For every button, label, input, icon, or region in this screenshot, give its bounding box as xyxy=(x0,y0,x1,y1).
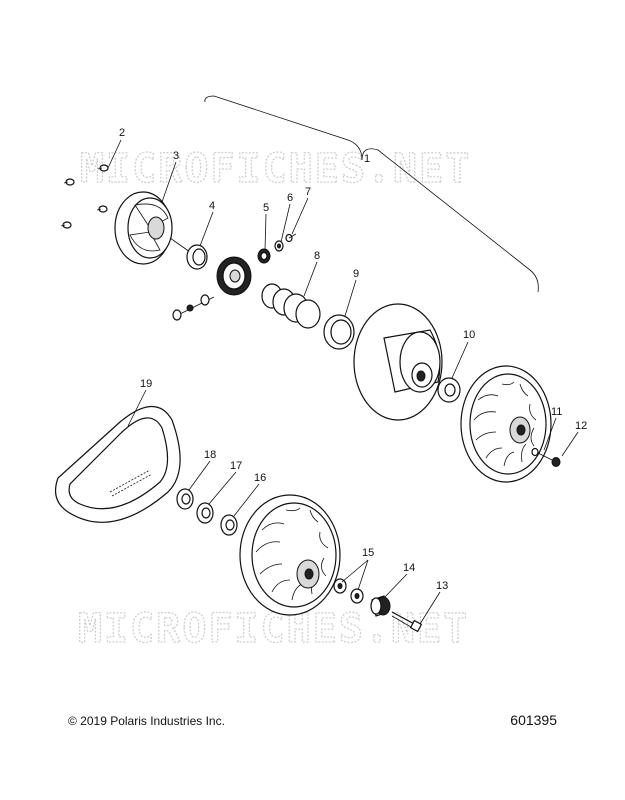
callout-18: 18 xyxy=(204,449,216,461)
callout-3: 3 xyxy=(173,150,179,162)
washer-6 xyxy=(274,240,284,252)
callout-2: 2 xyxy=(119,127,125,139)
shim-18 xyxy=(176,488,194,510)
callout-11: 11 xyxy=(551,406,562,418)
callout-6: 6 xyxy=(287,192,293,204)
callout-5: 5 xyxy=(263,202,269,214)
ring-9 xyxy=(323,314,355,350)
exploded-clutch-diagram: MICROFICHES.NET MICROFICHES.NET xyxy=(55,95,587,653)
screw-7 xyxy=(285,233,297,243)
shim-17 xyxy=(196,502,214,524)
nut-12 xyxy=(551,457,561,467)
drive-belt-19 xyxy=(55,405,181,523)
washers-15 xyxy=(333,578,364,604)
callout-12: 12 xyxy=(575,420,587,432)
spider-hub xyxy=(216,256,252,296)
spring-8 xyxy=(261,283,321,329)
assembly-bracket xyxy=(204,95,539,293)
callout-17: 17 xyxy=(230,460,242,472)
callout-15: 15 xyxy=(362,547,374,559)
screw-group-2 xyxy=(60,164,109,229)
driven-clutch xyxy=(239,494,341,616)
diagram-number: 601395 xyxy=(510,712,557,728)
ring-4 xyxy=(186,244,208,270)
watermark-bottom: MICROFICHES.NET xyxy=(78,606,469,652)
spacer-14 xyxy=(370,595,391,617)
axis-line-a xyxy=(169,237,191,253)
callout-16: 16 xyxy=(254,472,266,484)
callout-1: 1 xyxy=(364,153,370,165)
watermark-top: MICROFICHES.NET xyxy=(80,146,471,192)
washer-10 xyxy=(437,377,461,403)
clutch-cover-3 xyxy=(114,191,173,265)
bolt-11 xyxy=(531,447,553,461)
bushing-5 xyxy=(257,248,271,264)
callout-10: 10 xyxy=(463,329,475,341)
bolt-13 xyxy=(391,611,423,633)
shim-16 xyxy=(220,514,238,536)
callout-9: 9 xyxy=(353,268,359,280)
callout-13: 13 xyxy=(436,580,448,592)
callout-14: 14 xyxy=(403,562,415,574)
hub-bolt xyxy=(172,294,215,321)
copyright-text: © 2019 Polaris Industries Inc. xyxy=(68,714,225,728)
callout-19: 19 xyxy=(140,378,152,390)
leader-lines xyxy=(107,139,579,625)
fixed-sheave-top xyxy=(460,365,552,483)
callout-4: 4 xyxy=(209,200,215,212)
callout-8: 8 xyxy=(314,250,320,262)
callout-labels: 1 2 3 4 5 6 7 8 9 10 11 12 13 14 15 16 1… xyxy=(119,127,587,592)
callout-7: 7 xyxy=(305,186,311,198)
moveable-sheave xyxy=(353,303,443,421)
